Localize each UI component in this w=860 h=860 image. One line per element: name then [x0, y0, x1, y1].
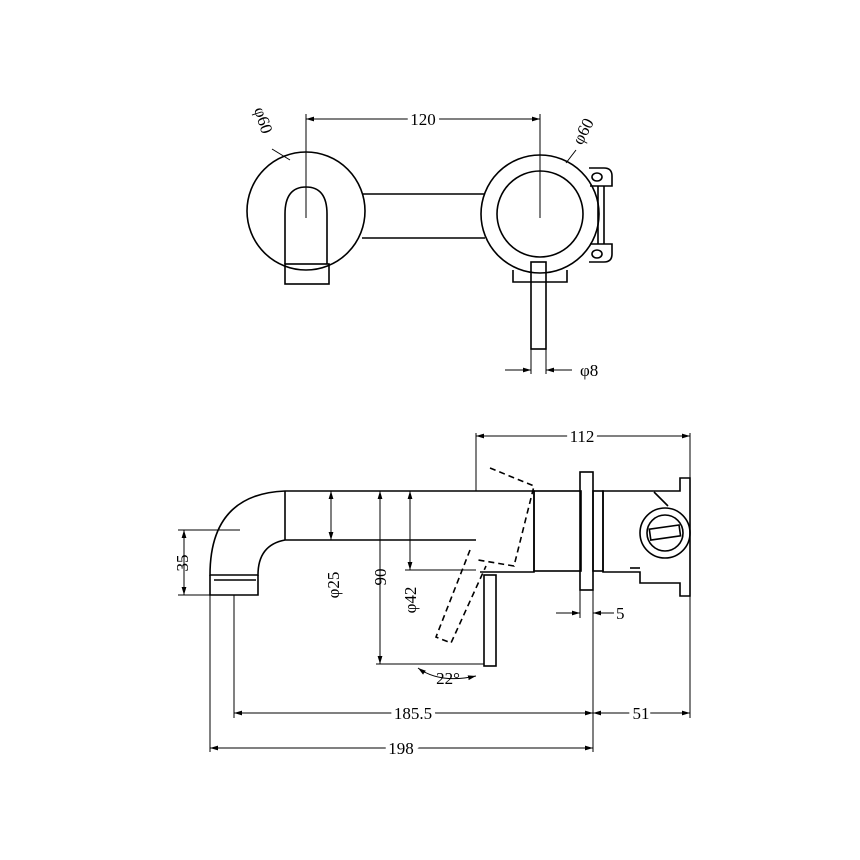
valve-body: [602, 477, 691, 597]
valve-slot: [648, 524, 682, 541]
top-view-dimensions: [271, 114, 577, 374]
side-view-labels: 112 35 φ25 90 φ42 22° 5 185.5 51 198: [173, 423, 654, 762]
valve-port-inner: [646, 514, 684, 552]
bracket-hole-top: [591, 172, 603, 182]
spout-body: [209, 490, 476, 576]
bracket-hole-bottom: [591, 249, 603, 259]
label-spout-diameter: φ25: [324, 572, 343, 599]
label-spacing: 120: [410, 110, 436, 129]
leader-left-dia: [271, 148, 291, 161]
valve-detail: [653, 491, 669, 507]
connecting-pipe: [362, 193, 485, 239]
top-view: [246, 151, 613, 350]
lever-handle: [530, 261, 547, 350]
label-lever-diameter: φ8: [580, 361, 598, 380]
valve-neck: [592, 490, 604, 572]
label-plate-diameter: φ42: [401, 587, 420, 614]
label-plate-thickness: 5: [616, 604, 625, 623]
spout-tip: [284, 263, 330, 285]
lever-handle-side: [483, 574, 497, 667]
lever-rotated-dashed: [434, 467, 535, 645]
label-angle: 22°: [436, 669, 460, 688]
valve-port-outer: [639, 507, 691, 559]
label-body-depth: 51: [633, 704, 650, 723]
label-lever-height: 90: [371, 569, 390, 586]
cover-plate-side: [579, 471, 594, 591]
side-view: [209, 467, 691, 667]
label-overall-reach: 198: [388, 739, 414, 758]
label-spout-reach: 185.5: [394, 704, 432, 723]
label-right-plate-diameter: φ60: [568, 115, 597, 148]
label-spout-drop: 35: [173, 555, 192, 572]
label-left-plate-diameter: φ60: [250, 105, 276, 136]
mounting-bracket: [589, 167, 613, 263]
angle-arc-22: [417, 667, 477, 681]
spout-nozzle: [209, 575, 259, 596]
label-overall-depth: 112: [570, 427, 595, 446]
side-view-dimensions: [178, 433, 691, 752]
mixer-housing: [533, 490, 582, 572]
leader-right-dia: [565, 149, 577, 164]
lever-base: [512, 270, 568, 283]
lever-hub: [476, 490, 535, 573]
